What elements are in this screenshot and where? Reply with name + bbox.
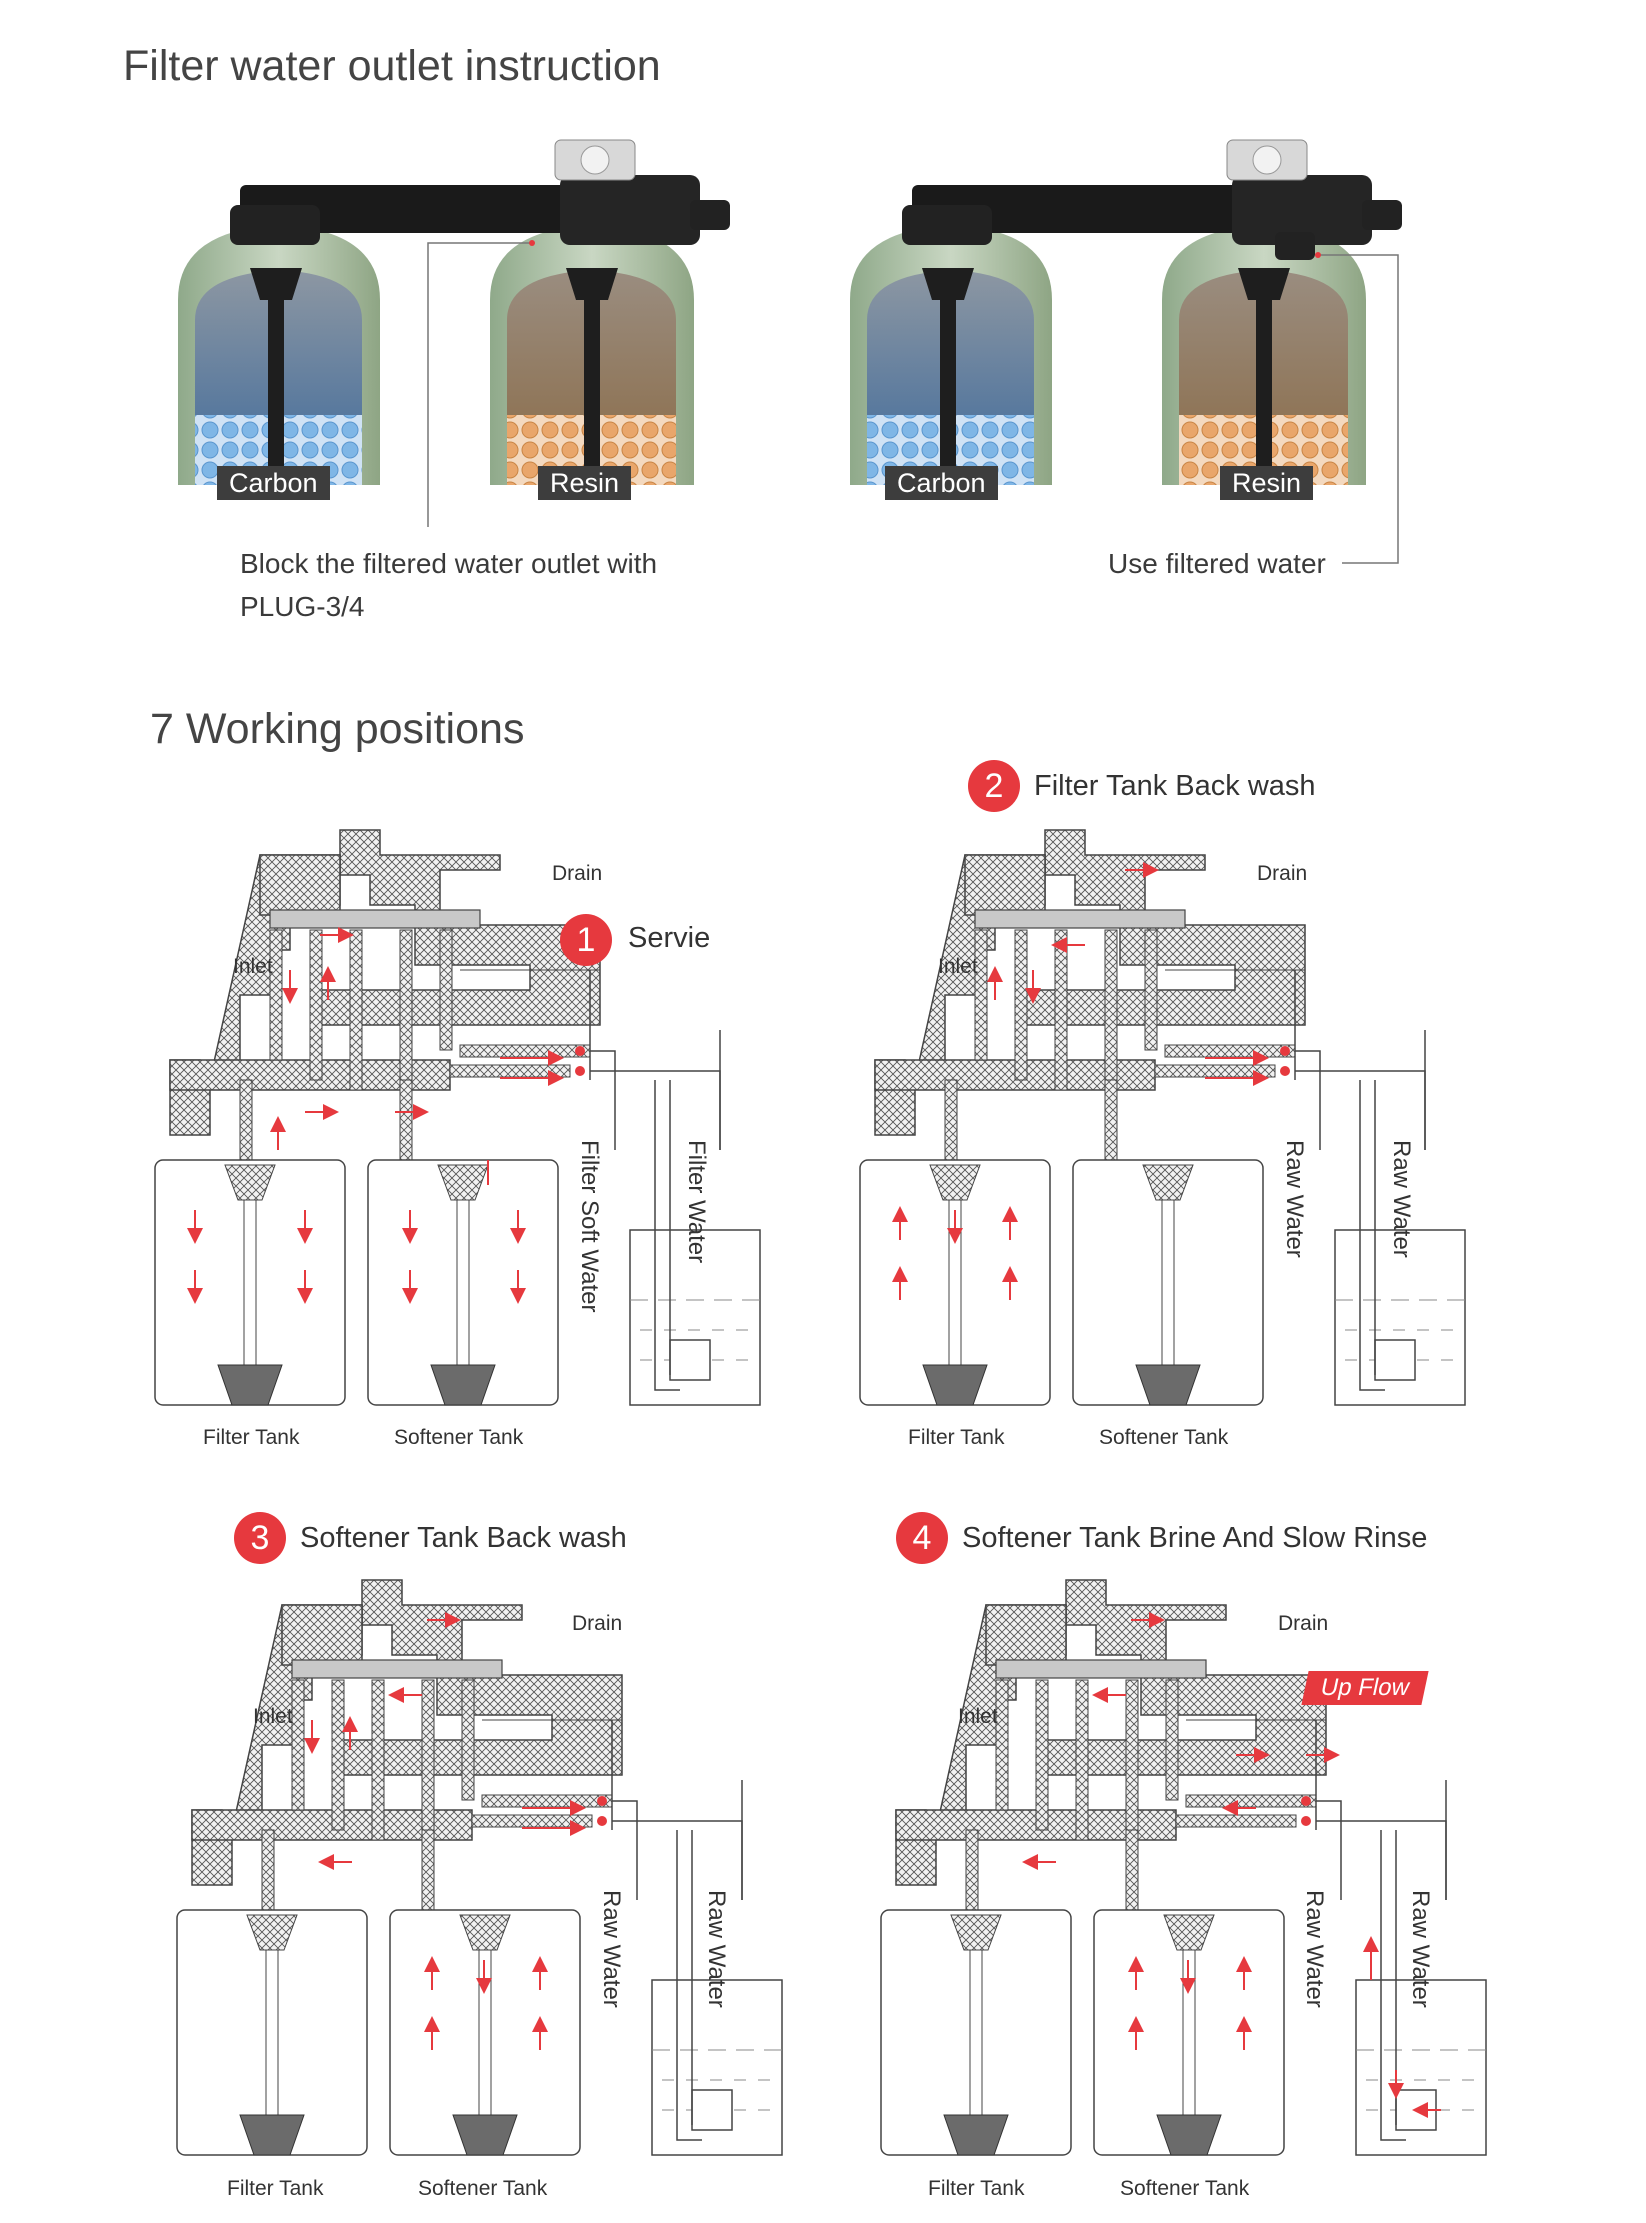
diagram-panel-4: [880, 1579, 1487, 2156]
tank-label-4a: Filter Tank: [928, 2177, 1025, 2200]
step-label-1: Servie: [628, 922, 711, 954]
step-label-4: Softener Tank Brine And Slow Rinse: [962, 1522, 1428, 1554]
step-number-3: 3: [234, 1512, 286, 1564]
pipe-label-2a: Raw Water: [1281, 1140, 1308, 1258]
tank-label-1b: Softener Tank: [394, 1426, 524, 1449]
inlet-label-4: Inlet: [958, 1705, 998, 1728]
step-label-2: Filter Tank Back wash: [1034, 770, 1316, 802]
step-label-3: Softener Tank Back wash: [300, 1522, 627, 1554]
inlet-label-1: Inlet: [233, 955, 273, 978]
pipe-label-1b: Filter Water: [683, 1140, 710, 1264]
tank-label-2a: Filter Tank: [908, 1426, 1005, 1449]
step-number-1: 1: [560, 914, 612, 966]
drain-label-2: Drain: [1257, 862, 1308, 885]
resin-tank-right: [1162, 225, 1366, 485]
pipe-label-3b: Raw Water: [703, 1890, 730, 2008]
section2-title: 7 Working positions: [150, 705, 525, 753]
tank-label-2b: Softener Tank: [1099, 1426, 1229, 1449]
inlet-label-3: Inlet: [253, 1705, 293, 1728]
pipe-label-4b: Raw Water: [1407, 1890, 1434, 2008]
pipe-label-4a: Raw Water: [1301, 1890, 1328, 2008]
control-valve-left: [230, 139, 730, 245]
drain-label-4: Drain: [1278, 1612, 1329, 1635]
step-number-2: 2: [968, 760, 1020, 812]
pipe-label-1a: Filter Soft Water: [576, 1140, 603, 1313]
tank-label-resin-left: Resin: [538, 466, 632, 500]
diagram-panel-1: [154, 829, 761, 1406]
carbon-tank-right: [850, 225, 1052, 485]
resin-tank-left: [490, 225, 694, 485]
step-number-4: 4: [896, 1512, 948, 1564]
caption-block-outlet: Block the filtered water outlet with PLU…: [240, 548, 658, 622]
tank-label-carbon-right: Carbon: [885, 466, 998, 500]
tank-label-4b: Softener Tank: [1120, 2177, 1250, 2200]
section1-title: Filter water outlet instruction: [123, 42, 661, 90]
tank-label-resin-right: Resin: [1220, 466, 1314, 500]
diagram-panel-3: [176, 1579, 783, 2156]
up-flow-badge: Up Flow: [1301, 1671, 1429, 1705]
tank-label-3a: Filter Tank: [227, 2177, 324, 2200]
tank-label-1a: Filter Tank: [203, 1426, 300, 1449]
pipe-label-3a: Raw Water: [598, 1890, 625, 2008]
drain-label-3: Drain: [572, 1612, 623, 1635]
drain-label-1: Drain: [552, 862, 603, 885]
carbon-tank-left: [178, 225, 380, 485]
diagram-panel-2: [859, 829, 1466, 1406]
caption-use-filtered: Use filtered water: [1108, 548, 1326, 579]
tank-label-3b: Softener Tank: [418, 2177, 548, 2200]
tank-label-carbon-left: Carbon: [217, 466, 330, 500]
pipe-label-2b: Raw Water: [1388, 1140, 1415, 1258]
control-valve-right: [902, 139, 1402, 260]
inlet-label-2: Inlet: [938, 955, 978, 978]
